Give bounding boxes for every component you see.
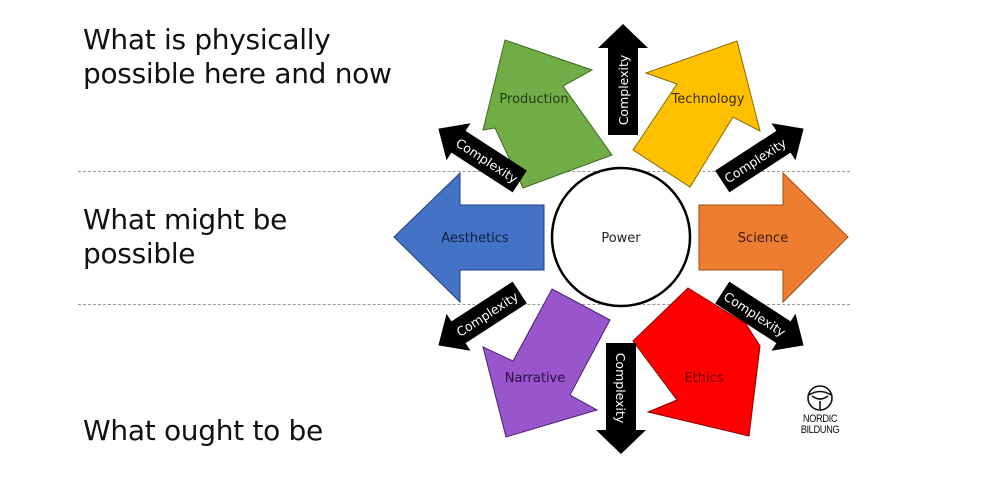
- complexity-label: Complexity: [613, 353, 628, 424]
- complexity-label: Complexity: [616, 54, 631, 125]
- domain-label-aesthetics: Aesthetics: [441, 231, 509, 246]
- domain-label-ethics: Ethics: [684, 371, 723, 386]
- label-physically-possible: What is physically possible here and now: [83, 23, 392, 91]
- center-circle-power: Power: [550, 166, 692, 308]
- label-line: possible: [83, 237, 196, 270]
- label-line: What is physically: [83, 23, 331, 56]
- domain-arrow-science: Science: [698, 171, 849, 304]
- domain-arrow-production: Production: [482, 39, 613, 189]
- label-ought-to-be: What ought to be: [83, 414, 323, 448]
- label-line: What might be: [83, 203, 288, 236]
- domain-arrow-aesthetics: Aesthetics: [393, 171, 545, 304]
- domain-label-production: Production: [499, 92, 568, 107]
- logo-text-line2: BILDUNG: [800, 424, 840, 436]
- complexity-arrow-down: Complexity: [596, 343, 646, 454]
- steering-wheel-icon: [807, 385, 833, 411]
- logo-text-line1: NORDIC: [802, 413, 838, 425]
- complexity-arrow-down-left: Complexity: [438, 281, 527, 351]
- label-line: What ought to be: [83, 414, 323, 447]
- domain-label-narrative: Narrative: [505, 371, 566, 386]
- divider-bottom: [78, 304, 850, 305]
- domain-label-technology: Technology: [671, 92, 745, 107]
- domain-label-science: Science: [738, 231, 788, 246]
- domain-arrow-technology: Technology: [632, 40, 761, 188]
- divider-top: [78, 171, 850, 172]
- label-might-be-possible: What might be possible: [83, 203, 287, 271]
- domain-arrow-narrative: Narrative: [482, 288, 611, 438]
- nordic-bildung-logo: NORDIC BILDUNG: [790, 382, 850, 436]
- center-label: Power: [601, 231, 641, 246]
- domain-arrow-ethics: Ethics: [632, 287, 761, 437]
- complexity-arrow-up: Complexity: [598, 24, 648, 135]
- label-line: possible here and now: [83, 57, 392, 90]
